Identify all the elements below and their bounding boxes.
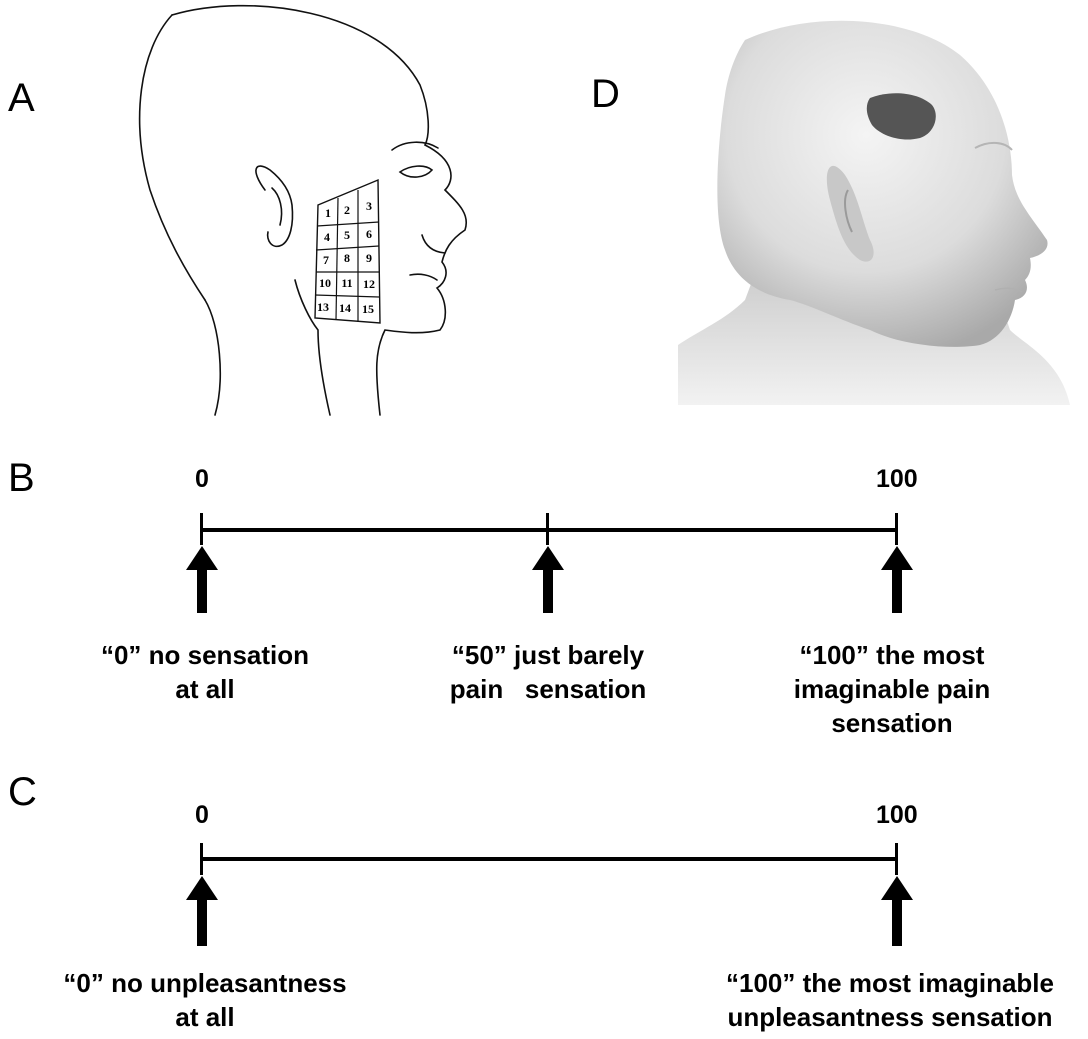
arrow-up-icon	[186, 876, 218, 946]
scale-c-anchor-100: “100” the most imaginable unpleasantness…	[698, 966, 1082, 1034]
scale-c-anchor-100-line1: “100” the most imaginable	[698, 966, 1082, 1000]
scale-c-anchor-100-line2: unpleasantness sensation	[698, 1000, 1082, 1034]
scale-c-anchor-0: “0” no unpleasantness at all	[20, 966, 390, 1034]
arrow-up-icon	[881, 876, 913, 946]
scale-c-anchor-0-line2: at all	[20, 1000, 390, 1034]
scale-c-anchor-0-line1: “0” no unpleasantness	[20, 966, 390, 1000]
